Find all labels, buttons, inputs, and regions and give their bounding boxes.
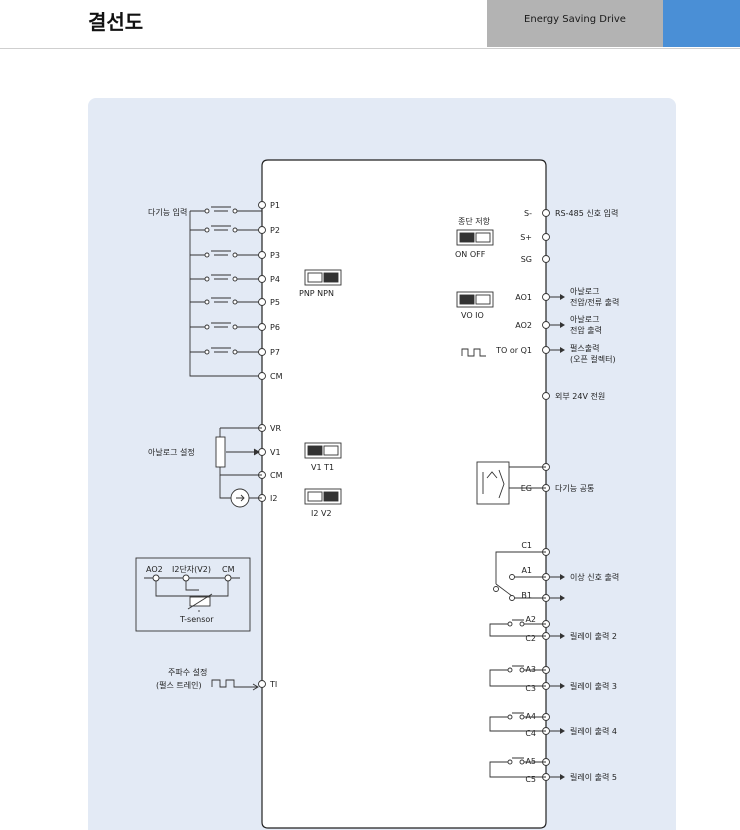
label-pulse-out-line2: (오픈 컬렉터) <box>570 354 616 364</box>
page-title: 결선도 <box>88 10 144 34</box>
tsensor-i2-terminal: I2단자(V2) <box>172 564 211 574</box>
output-arrows <box>550 294 565 780</box>
terminal-B1: B1 <box>521 591 532 600</box>
terminal-A2: A2 <box>525 615 536 624</box>
terminal-AO1: AO1 <box>515 293 532 302</box>
terminal-V1: V1 <box>270 448 281 457</box>
label-multi-input: 다기능 입력 <box>148 207 187 217</box>
drive-body <box>261 159 547 829</box>
label-pnp-npn: PNP NPN <box>299 289 334 298</box>
tsensor-label: T-sensor <box>179 615 214 624</box>
label-freq-setting: 주파수 설정 <box>168 667 207 677</box>
label-relay2: 릴레이 출력 2 <box>570 631 617 641</box>
terminal-C4: C4 <box>525 729 536 738</box>
terminal-CM-analog: CM <box>270 471 283 480</box>
terminal-C5: C5 <box>525 775 536 784</box>
label-relay4: 릴레이 출력 4 <box>570 726 617 736</box>
terminal-VR: VR <box>270 424 281 433</box>
brand-banner: Energy Saving Drive <box>487 0 663 47</box>
tsensor-wiring <box>144 574 240 612</box>
potentiometer-symbol <box>215 427 262 508</box>
terminal-P1: P1 <box>270 201 280 210</box>
terminal-P2: P2 <box>270 226 280 235</box>
left-terminal-circles <box>258 201 266 688</box>
label-analog1-line1: 아날로그 <box>570 286 599 296</box>
label-vo-io: VO IO <box>461 311 484 320</box>
label-analog-setting: 아날로그 설정 <box>148 447 195 457</box>
terminal-S-minus: S- <box>524 209 532 218</box>
terminal-C1: C1 <box>521 541 532 550</box>
terminal-TI: TI <box>269 680 277 689</box>
pulse-wave-output <box>461 348 486 357</box>
input-common-rail <box>189 210 262 377</box>
label-termination: 종단 저항 <box>458 216 491 226</box>
label-relay5: 릴레이 출력 5 <box>570 772 617 782</box>
terminal-A4: A4 <box>525 712 536 721</box>
switch-vo-io <box>456 291 494 308</box>
fault-relay-contacts <box>493 551 546 601</box>
switch-i2-v2 <box>304 488 342 505</box>
terminal-AO2: AO2 <box>515 321 532 330</box>
terminal-A1: A1 <box>521 566 532 575</box>
terminal-A3: A3 <box>525 665 536 674</box>
label-fault-output: 이상 신호 출력 <box>570 572 619 582</box>
tsensor-box <box>135 557 251 632</box>
relay-contacts <box>489 619 546 778</box>
accent-block <box>663 0 740 47</box>
optocoupler-symbol <box>476 461 546 505</box>
pulse-wave-input <box>211 679 259 691</box>
label-rs485: RS-485 신호 입력 <box>555 208 618 218</box>
brand-text: Energy Saving Drive <box>524 14 626 25</box>
label-relay3: 릴레이 출력 3 <box>570 681 617 691</box>
terminal-P6: P6 <box>270 323 280 332</box>
switch-termination <box>456 229 494 246</box>
terminal-A5: A5 <box>525 757 536 766</box>
label-analog1-line2: 전압/전류 출력 <box>570 297 619 307</box>
tsensor-cm: CM <box>222 565 235 574</box>
terminal-S-plus: S+ <box>520 233 532 242</box>
terminal-CM: CM <box>270 372 283 381</box>
terminal-I2: I2 <box>270 494 277 503</box>
terminal-P4: P4 <box>270 275 280 284</box>
switch-v1-t1 <box>304 442 342 459</box>
label-i2-v2: I2 V2 <box>311 509 332 518</box>
terminal-P3: P3 <box>270 251 280 260</box>
label-analog2-line1: 아날로그 <box>570 314 599 324</box>
input-contacts <box>190 206 262 355</box>
page-header: 결선도 Energy Saving Drive <box>0 0 740 49</box>
switch-pnp-npn <box>304 269 342 286</box>
terminal-EG: EG <box>521 484 532 493</box>
terminal-SG: SG <box>521 255 532 264</box>
label-on-off: ON OFF <box>455 250 486 259</box>
tsensor-ao2: AO2 <box>146 565 163 574</box>
terminal-C2: C2 <box>525 634 536 643</box>
label-ext24v: 외부 24V 전원 <box>555 391 605 401</box>
label-analog2-line2: 전압 출력 <box>570 325 602 335</box>
terminal-TO-Q1: TO or Q1 <box>495 346 532 355</box>
terminal-C3: C3 <box>525 684 536 693</box>
label-multi-common: 다기능 공통 <box>555 484 594 493</box>
terminal-P7: P7 <box>270 348 280 357</box>
label-pulse-out-line1: 펄스출력 <box>570 343 599 353</box>
terminal-P5: P5 <box>270 298 280 307</box>
label-pulse-train: (펄스 트레인) <box>156 680 202 690</box>
label-v1-t1: V1 T1 <box>311 463 334 472</box>
